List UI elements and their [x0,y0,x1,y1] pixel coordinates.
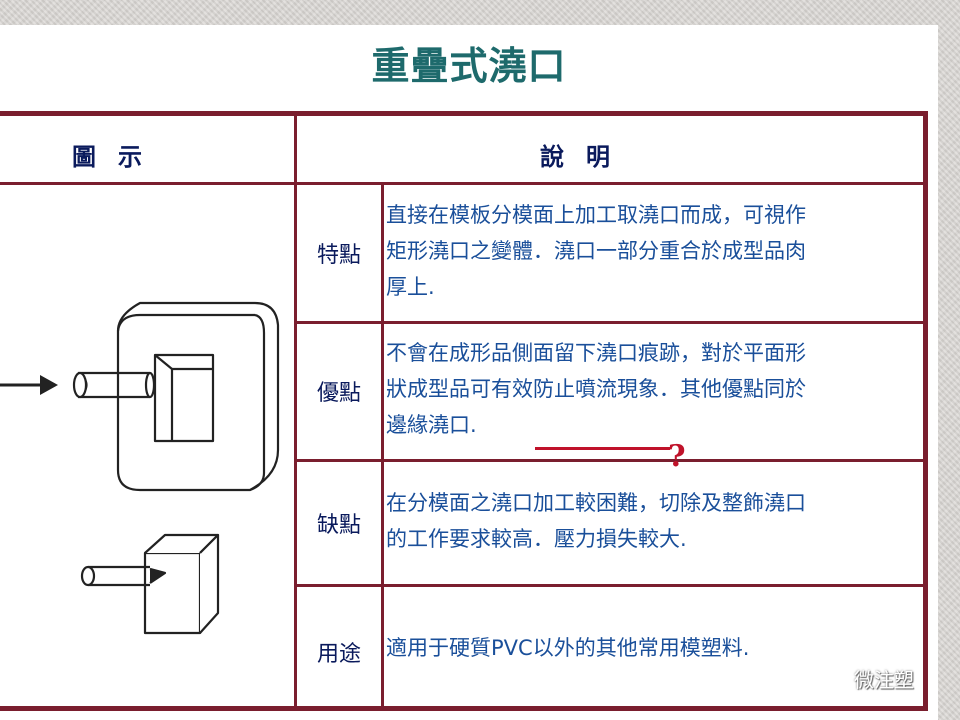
column-divider-label [381,182,384,709]
row-divider-2 [296,459,926,462]
annotation-underline [535,447,670,450]
row-label-disadvantages: 缺點 [316,513,361,538]
overlap-gate-diagram [72,301,280,492]
table-frame [0,111,928,711]
header-divider [0,182,926,185]
row-text-usage: 適用于硬質PVC以外的其他常用模塑料. [386,630,891,666]
wechat-icon [822,668,848,688]
text-line: 的工作要求較高．壓力損失較大. [386,527,687,551]
sample-cube [80,533,220,635]
header-description: 說明 [540,143,632,171]
text-line: 不會在成形品側面留下澆口痕跡，對於平面形 [386,341,806,365]
text-line: 邊緣澆口. [386,413,477,437]
annotation-question-mark: ? [668,439,686,474]
text-line: 狀成型品可有效防止噴流現象．其他優點同於 [386,377,806,401]
gate-illustration [0,301,280,635]
column-divider-main [294,113,297,709]
text-line: 在分模面之澆口加工較困難，切除及整飾澆口 [386,491,806,515]
row-text-disadvantages: 在分模面之澆口加工較困難，切除及整飾澆口 的工作要求較高．壓力損失較大. [386,485,891,557]
text-line: 直接在模板分模面上加工取澆口而成，可視作 [386,203,806,227]
slide-title: 重疊式澆口 [371,43,567,88]
row-text-advantages: 不會在成形品側面留下澆口痕跡，對於平面形 狀成型品可有效防止噴流現象．其他優點同… [386,335,891,443]
slide: 重疊式澆口 圖示 說明 特點 直接在模板分模面上加工取澆口而成，可視作 矩形澆口… [0,25,938,720]
row-divider-3 [296,584,926,587]
flow-arrow-icon [0,375,58,395]
row-text-features: 直接在模板分模面上加工取澆口而成，可視作 矩形澆口之變體．澆口一部分重合於成型品… [386,197,891,305]
header-figure: 圖示 [72,143,164,171]
cavity-window [153,353,215,443]
row-label-usage: 用途 [316,642,361,667]
runner [78,371,150,399]
row-label-features: 特點 [316,243,361,268]
watermark: 微注塑 [822,664,914,693]
watermark-text: 微注塑 [854,668,914,692]
row-label-advantages: 優點 [316,381,361,406]
text-line: 適用于硬質PVC以外的其他常用模塑料. [386,636,750,660]
text-line: 矩形澆口之變體．澆口一部分重合於成型品肉 [386,239,806,263]
text-line: 厚上. [386,275,435,299]
row-divider-1 [296,321,926,324]
